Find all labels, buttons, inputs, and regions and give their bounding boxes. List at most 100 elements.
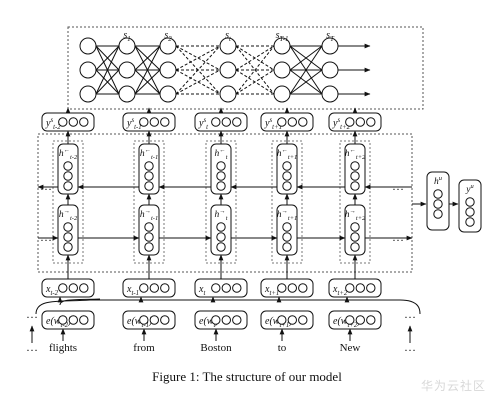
forward-ellipsis-left: … xyxy=(40,230,52,244)
backward-ellipsis-right: … xyxy=(392,179,404,193)
input-cell-unit xyxy=(68,283,79,293)
crf-edge xyxy=(289,69,323,95)
forward-hidden-cell-unit xyxy=(282,222,292,232)
backward-hidden-cell-label: h←​t​ xyxy=(215,147,228,161)
intent-output-cell-unit xyxy=(465,217,475,227)
backward-hidden-cell-unit xyxy=(144,161,154,171)
input-word: Boston xyxy=(200,342,232,354)
backward-hidden-cell-unit xyxy=(216,171,226,181)
context-window-curve xyxy=(35,299,421,315)
crf-edge xyxy=(235,45,275,95)
input-cell-unit xyxy=(355,283,365,293)
backward-hidden-cell-unit xyxy=(216,181,226,191)
backward-hidden-cell-unit xyxy=(282,171,292,181)
word-ellipsis-right: … xyxy=(404,340,416,354)
embedding-cell-unit xyxy=(149,315,160,325)
slot-output-cell-unit xyxy=(68,117,79,127)
embedding-cell xyxy=(194,310,248,330)
input-cell-unit xyxy=(232,283,242,293)
forward-hidden-cell-unit xyxy=(350,222,360,232)
slot-output-cell-unit xyxy=(287,117,297,127)
forward-hidden-cell-label: h→​t+1​ xyxy=(277,208,298,222)
crf-node xyxy=(159,37,177,55)
utterance-hidden-cell-unit xyxy=(433,189,443,199)
crf-node xyxy=(118,37,136,55)
backward-hidden-cell-unit xyxy=(144,181,154,191)
slot-output-cell-unit xyxy=(232,117,242,127)
slot-output-cell-unit xyxy=(277,117,287,127)
intent-output-cell-label: yu​ xyxy=(465,183,473,195)
figure-caption: Figure 1: The structure of our model xyxy=(152,369,342,384)
crf-edge xyxy=(95,45,120,95)
forward-hidden-cell-label: h→​t-2​ xyxy=(59,208,78,222)
embedding-cell-unit xyxy=(232,315,242,325)
crf-node xyxy=(273,61,291,79)
forward-ellipsis-right: … xyxy=(392,230,404,244)
embedding-cell xyxy=(122,310,176,330)
input-word: New xyxy=(340,342,361,354)
crf-node xyxy=(273,37,291,55)
embedding-cell-unit xyxy=(221,315,232,325)
watermark: 华为云社区 xyxy=(420,379,486,393)
forward-hidden-cell-unit xyxy=(63,232,73,242)
embedding-cell xyxy=(328,310,382,330)
crf-box xyxy=(67,26,424,110)
slot-output-cell-unit xyxy=(298,117,308,127)
slot-output-cell-label: ys​t+2​ xyxy=(332,117,351,131)
forward-hidden-cell-unit xyxy=(144,242,154,252)
crf-node xyxy=(118,61,136,79)
forward-hidden-cell-unit xyxy=(350,242,360,252)
word-ellipsis-left: … xyxy=(26,340,38,354)
slot-output-cell-label: ys​t-2​ xyxy=(45,117,61,131)
forward-hidden-cell-unit xyxy=(144,222,154,232)
intent-output-cell-unit xyxy=(465,207,475,217)
crf-edge xyxy=(235,45,275,71)
crf-node xyxy=(159,85,177,103)
input-cell-label: xt​ xyxy=(198,284,206,297)
crf-node xyxy=(118,85,136,103)
forward-hidden-cell-unit xyxy=(216,232,226,242)
crf-label: sT​ xyxy=(326,30,335,43)
backward-hidden-cell-unit xyxy=(282,181,292,191)
input-cell-label: xt-1​ xyxy=(126,284,139,297)
crf-edge xyxy=(95,45,120,71)
embedding-cell-unit xyxy=(68,315,79,325)
input-cell-label: xt+2​ xyxy=(332,284,348,297)
crf-edge xyxy=(289,45,323,71)
input-cell-label: xt-2​ xyxy=(45,284,59,297)
slot-output-cell-unit xyxy=(79,117,89,127)
embedding-cell-unit xyxy=(160,315,170,325)
backward-hidden-cell-unit xyxy=(350,161,360,171)
crf-label: s2​ xyxy=(164,30,172,43)
crf-node xyxy=(219,37,237,55)
backward-hidden-cell-label: h←​t+1​ xyxy=(277,147,298,161)
backward-hidden-cell-unit xyxy=(282,161,292,171)
backward-hidden-cell-label: h←​t+2​ xyxy=(345,147,366,161)
slot-output-cell-label: ys​t+1​ xyxy=(264,117,282,131)
utterance-hidden-cell-label: hu​ xyxy=(434,175,442,187)
context-window-curve xyxy=(59,298,101,306)
forward-hidden-cell-unit xyxy=(63,222,73,232)
backward-hidden-cell-unit xyxy=(350,171,360,181)
backward-hidden-cell-unit xyxy=(63,181,73,191)
input-cell-unit xyxy=(366,283,376,293)
crf-node xyxy=(321,85,339,103)
crf-label: st​ xyxy=(225,30,232,43)
embedding-cell-unit xyxy=(79,315,89,325)
input-cell-unit xyxy=(139,283,149,293)
embedding-ellipsis-left: … xyxy=(26,307,38,321)
crf-label: s1​ xyxy=(123,30,130,43)
input-cell-label: xt+1​ xyxy=(264,284,279,297)
backward-hidden-cell-unit xyxy=(216,161,226,171)
slot-output-cell-unit xyxy=(211,117,221,127)
intent-output-cell xyxy=(458,179,482,233)
input-cell-unit xyxy=(277,283,287,293)
utterance-hidden-cell-unit xyxy=(433,209,443,219)
crf-edge xyxy=(134,69,161,95)
input-word: to xyxy=(278,342,287,354)
embedding-cell xyxy=(260,310,314,330)
slot-output-cell-label: ys​t​ xyxy=(198,117,209,131)
forward-hidden-cell-unit xyxy=(282,242,292,252)
input-cell-unit xyxy=(211,283,221,293)
